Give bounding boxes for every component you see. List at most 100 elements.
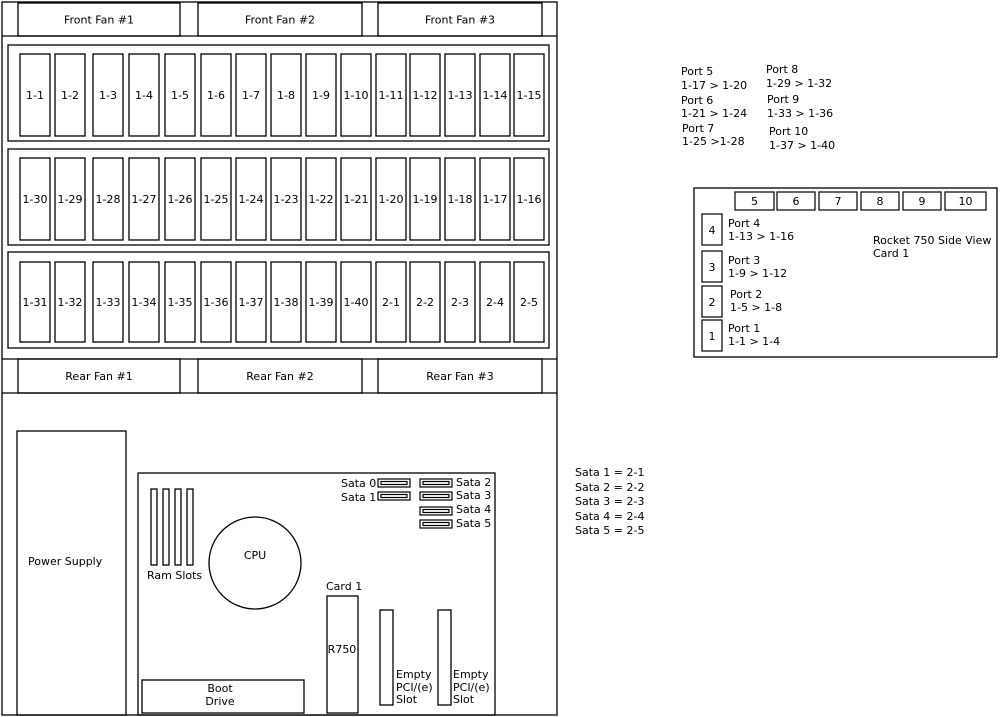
- card-view-subtitle: Card 1: [873, 247, 909, 260]
- power-supply-label: Power Supply: [28, 555, 103, 568]
- drive-bay: [128, 261, 160, 343]
- drive-bay-label: 2-3: [451, 296, 469, 309]
- drive-bay-label: 1-29: [58, 193, 83, 206]
- port-6-label: Port 6: [681, 94, 713, 107]
- drive-bay: [235, 157, 267, 241]
- cpu-label: CPU: [244, 549, 266, 562]
- drive-bay: [305, 53, 337, 137]
- card-top-port-5: [734, 191, 775, 211]
- sata-5-label: Sata 5: [456, 517, 491, 530]
- drive-bay: [92, 157, 124, 241]
- drive-bay-label: 1-16: [517, 193, 542, 206]
- port-9-range: 1-33 > 1-36: [767, 107, 833, 120]
- drive-bay-label: 1-32: [58, 296, 83, 309]
- sata-0-label: Sata 0: [341, 477, 376, 490]
- drive-bay: [235, 261, 267, 343]
- drive-bay: [270, 157, 302, 241]
- drive-bay: [479, 261, 511, 343]
- drive-bay-label: 1-12: [413, 89, 438, 102]
- drive-bay-label: 1-40: [344, 296, 369, 309]
- card-port-4-label: Port 4: [728, 217, 760, 230]
- drive-bay: [19, 261, 51, 343]
- empty-slot-2-line1: Empty: [453, 668, 489, 681]
- drive-bay: [164, 53, 196, 137]
- ram-slots-label: Ram Slots: [147, 569, 202, 582]
- drive-bay: [513, 53, 545, 137]
- card-port-4-range: 1-13 > 1-16: [728, 230, 794, 243]
- drive-bay: [479, 53, 511, 137]
- empty-slot-1-line1: Empty: [396, 668, 432, 681]
- card-port-2-label: Port 2: [730, 288, 762, 301]
- sata-map-4: Sata 4 = 2-4: [575, 510, 644, 523]
- card1-slot: [326, 595, 359, 714]
- card-port-1-range: 1-1 > 1-4: [728, 335, 780, 348]
- drive-bay-label: 1-15: [517, 89, 542, 102]
- drive-bay: [444, 157, 476, 241]
- drive-bay-label: 1-5: [171, 89, 189, 102]
- ram-slot: [150, 488, 158, 566]
- drive-bay-label: 1-21: [344, 193, 369, 206]
- drive-bay: [92, 261, 124, 343]
- sata-map-5: Sata 5 = 2-5: [575, 524, 644, 537]
- drive-bay-label: 1-18: [448, 193, 473, 206]
- front-fan-1-label: Front Fan #1: [64, 14, 134, 27]
- drive-bay: [270, 261, 302, 343]
- card-top-port-10: [944, 191, 987, 211]
- rear-fan-1-label: Rear Fan #1: [65, 370, 132, 383]
- port-7-label: Port 7: [682, 122, 714, 135]
- drive-bay: [54, 157, 86, 241]
- drive-bay-label: 1-17: [483, 193, 508, 206]
- drive-bay: [164, 261, 196, 343]
- drive-bay-label: 1-39: [309, 296, 334, 309]
- sata-map-2: Sata 2 = 2-2: [575, 481, 644, 494]
- drive-bay-label: 2-2: [416, 296, 434, 309]
- boot-drive: [141, 679, 305, 714]
- card-top-port-label: 8: [877, 195, 884, 208]
- drive-bay-label: 1-33: [96, 296, 121, 309]
- drive-bay: [409, 53, 441, 137]
- drive-bay-label: 1-9: [312, 89, 330, 102]
- drive-bay-label: 1-20: [379, 193, 404, 206]
- sata-map-1: Sata 1 = 2-1: [575, 466, 644, 479]
- boot-drive-line2: Drive: [205, 695, 235, 708]
- front-fan-3-label: Front Fan #3: [425, 14, 495, 27]
- drive-bay: [444, 53, 476, 137]
- front-fan-2-label: Front Fan #2: [245, 14, 315, 27]
- drive-bay-label: 1-38: [274, 296, 299, 309]
- drive-bay: [305, 157, 337, 241]
- drive-bay-label: 1-37: [239, 296, 264, 309]
- front-fan-2: [197, 2, 363, 37]
- drive-bay-label: 1-36: [204, 296, 229, 309]
- drive-bay: [375, 157, 407, 241]
- rear-fan-1: [17, 358, 181, 394]
- empty-slot-1-line3: Slot: [396, 693, 418, 706]
- cpu-socket: [208, 516, 302, 610]
- sata-2-label: Sata 2: [456, 476, 491, 489]
- ram-slot: [174, 488, 182, 566]
- power-supply: [16, 430, 127, 716]
- port-7-range: 1-25 >1-28: [682, 135, 745, 148]
- drive-bay: [340, 261, 372, 343]
- empty-pci-slot-2: [437, 609, 452, 706]
- boot-drive-line1: Boot: [207, 682, 233, 695]
- drive-bay-label: 1-34: [132, 296, 157, 309]
- drive-bay-label: 1-28: [96, 193, 121, 206]
- card-side-port-4: [701, 213, 723, 246]
- drive-bay-label: 1-26: [168, 193, 193, 206]
- rear-fan-2: [197, 358, 363, 394]
- empty-slot-2-line2: PCI/(e): [453, 681, 490, 694]
- drive-bay: [19, 157, 51, 241]
- card-port-2-range: 1-5 > 1-8: [730, 301, 782, 314]
- card-side-view: [693, 187, 998, 358]
- drive-bay: [92, 53, 124, 137]
- sata-port: [419, 491, 453, 501]
- empty-pci-slot-1: [379, 609, 394, 706]
- card-side-port-number: 4: [709, 224, 716, 237]
- drive-bay: [200, 53, 232, 137]
- drive-bay-label: 1-35: [168, 296, 193, 309]
- port-6-range: 1-21 > 1-24: [681, 107, 747, 120]
- port-10-label: Port 10: [769, 125, 808, 138]
- card-top-port-9: [902, 191, 942, 211]
- drive-bay: [375, 53, 407, 137]
